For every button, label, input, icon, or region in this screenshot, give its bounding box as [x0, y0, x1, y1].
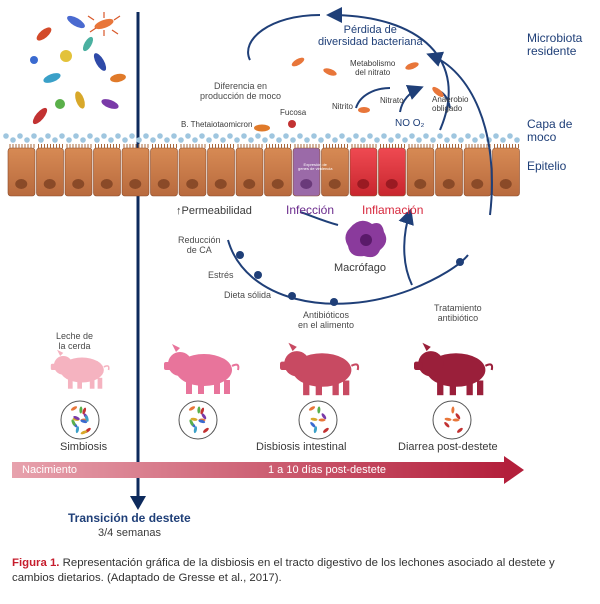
- label-dysbiosis: Disbiosis intestinal: [256, 441, 347, 453]
- weaning-arrow-head: [130, 496, 146, 510]
- piglet-diarrhea: [414, 342, 494, 396]
- label-birth: Nacimiento: [22, 464, 78, 476]
- microbiome-diarrhea: [432, 400, 472, 440]
- label-epithelium: Epitelio: [527, 159, 567, 173]
- label-no-o2: NO O₂: [395, 118, 425, 129]
- label-antibiotic-treatment: Tratamiento antibiótico: [434, 303, 482, 323]
- microbiome-dysbiosis: [298, 400, 338, 440]
- piglet-dysbiosis-early: [164, 344, 240, 394]
- label-infection: Infección: [286, 203, 335, 217]
- caption-text: Representación gráfica de la disbiosis e…: [12, 557, 555, 585]
- label-mucus: Capa de moco: [527, 117, 573, 145]
- label-microbiota: Microbiota residente: [527, 31, 583, 59]
- label-virulence: Expresión de genes de virulencia: [298, 162, 333, 172]
- label-nitrate-metabolism: Metabolismo del nitrato: [350, 59, 396, 77]
- label-diarrhea: Diarrea post-destete: [398, 441, 498, 453]
- label-symbiosis: Simbiosis: [60, 441, 108, 453]
- label-stress: Estrés: [208, 270, 234, 280]
- label-permeability: ↑Permeabilidad: [176, 205, 252, 217]
- timeline-bar: [12, 456, 524, 484]
- mucus-layer: [3, 133, 520, 143]
- label-anaerobe: Anaerobio obligado: [432, 95, 469, 113]
- caption-prefix: Figura 1.: [12, 557, 60, 569]
- label-nitrate: Nitrato: [380, 96, 404, 105]
- label-antibiotics-food: Antibióticos en el alimento: [298, 310, 355, 330]
- cycle-arrows: [227, 7, 493, 305]
- cycle-nodes: [236, 251, 464, 306]
- pigs-row: [50, 342, 494, 396]
- label-solid-diet: Dieta sólida: [224, 290, 272, 300]
- figure-caption: Figura 1. Representación gráfica de la d…: [12, 556, 588, 587]
- microbiome-circles: [60, 400, 472, 440]
- label-nitrite: Nitrito: [332, 102, 353, 111]
- label-b-theta: B. Thetaiotaomicron: [181, 120, 253, 129]
- label-weaning-title: Transición de destete: [68, 511, 191, 525]
- label-inflammation: Inflamación: [362, 203, 424, 217]
- label-mucus-production: Diferencia en producción de moco: [200, 81, 282, 101]
- label-diversity-loss: Pérdida de diversidad bacteriana: [318, 24, 423, 49]
- epithelium-cells: [7, 144, 520, 197]
- label-macrophage: Macrófago: [334, 262, 386, 274]
- microbiome-symbiosis: [60, 400, 100, 440]
- label-post-weaning: 1 a 10 días post-destete: [268, 464, 387, 476]
- fucose-dot: [288, 120, 296, 128]
- piglet-dysbiosis: [280, 342, 360, 396]
- piglet-birth: [50, 349, 110, 389]
- label-fucose: Fucosa: [280, 108, 307, 117]
- label-weaning-weeks: 3/4 semanas: [98, 527, 161, 539]
- label-sow-milk: Leche de la cerda: [56, 331, 94, 351]
- arc-bacteria: [254, 57, 444, 132]
- microbiome-dysbiosis-early: [178, 400, 218, 440]
- microbiota-bacteria-cluster: [30, 12, 126, 125]
- label-ca-reduction: Reducción de CA: [178, 235, 221, 255]
